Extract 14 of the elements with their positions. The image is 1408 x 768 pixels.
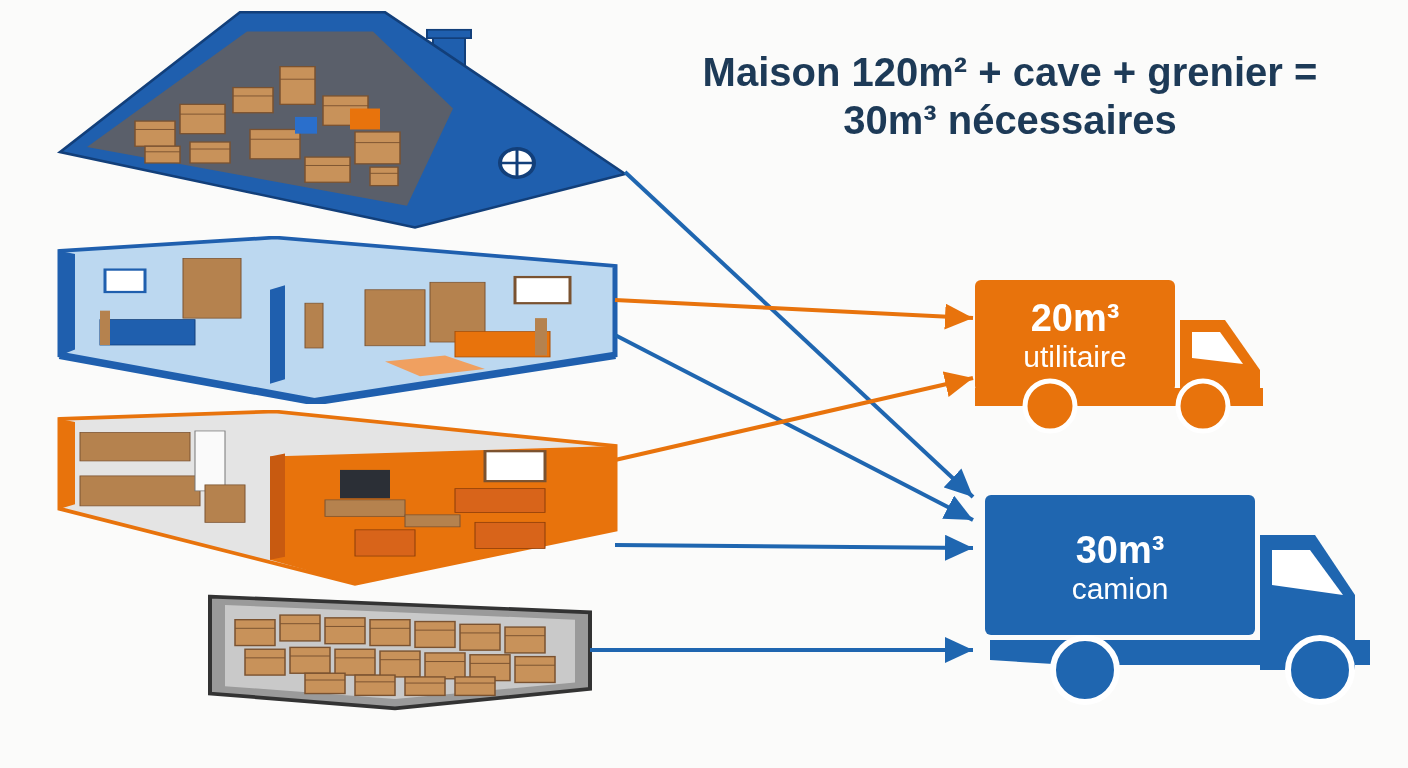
arrow xyxy=(614,298,974,330)
vehicle-label: utilitaire xyxy=(1022,340,1128,374)
title: Maison 120m² + cave + grenier = 30m³ nécessaires xyxy=(701,49,1319,144)
basement-drawing xyxy=(205,592,595,712)
volume-label: 20m³ xyxy=(1029,298,1121,338)
volume-label: 30m³ xyxy=(1074,530,1166,570)
vehicle-label: camion xyxy=(1070,572,1170,606)
arrow xyxy=(615,534,973,561)
arrow xyxy=(614,371,974,462)
arrow xyxy=(614,333,974,522)
arrow xyxy=(623,170,975,499)
floor-drawing xyxy=(55,236,620,404)
arrow xyxy=(590,637,973,663)
floor-drawing xyxy=(55,410,620,586)
